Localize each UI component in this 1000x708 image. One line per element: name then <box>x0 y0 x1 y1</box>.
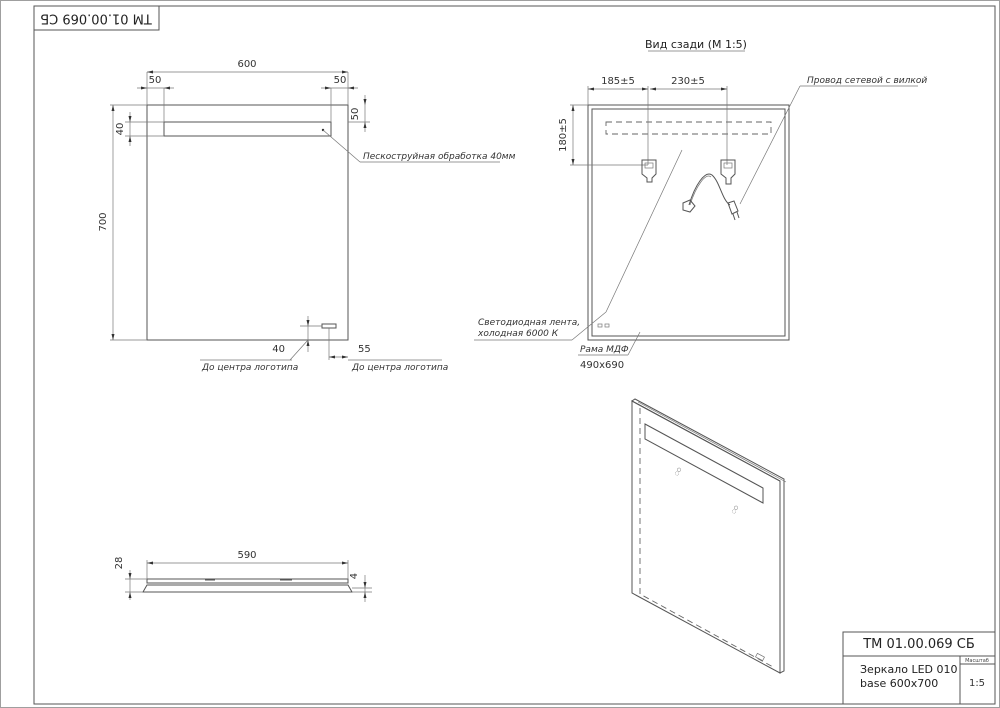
led-strip <box>605 121 772 135</box>
dim-logo-horizontal: 55 <box>358 344 371 355</box>
callout-led-line1: Светодиодная лента, <box>478 318 580 328</box>
side-dim-length: 590 <box>237 550 256 561</box>
rear-dim-top: 180±5 <box>558 118 569 152</box>
callout-led-line2: холодная 6000 К <box>477 329 559 339</box>
rear-dim-left: 185±5 <box>601 76 635 87</box>
callout-logo-left: До центра логотипа <box>201 363 298 373</box>
side-view: 590 28 4 <box>114 550 372 602</box>
callout-frame-line1: Рама МДФ <box>580 345 629 355</box>
top-stamp-text: ТМ 01.00.069 СБ <box>40 11 153 26</box>
mdf-frame <box>591 108 786 337</box>
callout-logo-right: До центра логотипа <box>351 363 448 373</box>
dim-right-top: 50 <box>350 108 361 121</box>
side-body-top <box>146 578 349 584</box>
rear-view: Вид сзади (М 1:5) 185±5 230±5 180±5 <box>474 38 927 371</box>
dim-strip-height: 40 <box>115 123 126 136</box>
dim-right-offset: 50 <box>334 75 347 86</box>
title-block: ТМ 01.00.069 СБ Зеркало LED 010 base 600… <box>842 631 996 705</box>
iso-sandblast-strip <box>644 423 764 504</box>
sandblast-strip <box>163 121 332 137</box>
rear-mirror-outline <box>587 104 790 341</box>
title-name-line2: base 600x700 <box>860 677 938 690</box>
mirror-outline <box>146 104 349 341</box>
title-scale-label: Масштаб <box>965 658 989 664</box>
dim-height: 700 <box>98 212 109 231</box>
title-designation: ТМ 01.00.069 СБ <box>862 637 975 652</box>
title-scale-value: 1:5 <box>969 678 985 689</box>
title-name-line1: Зеркало LED 010 <box>860 663 958 676</box>
front-view: 600 50 50 50 40 700 Пескоструйная обрабо… <box>98 59 516 373</box>
logo-mark <box>321 323 337 329</box>
rear-dim-mid: 230±5 <box>671 76 705 87</box>
side-dim-small: 4 <box>349 573 360 579</box>
callout-frame-line2: 490x690 <box>580 360 624 371</box>
drawing-frame <box>33 5 996 705</box>
side-dim-thickness: 28 <box>114 557 125 570</box>
dim-logo-vertical: 40 <box>272 344 285 355</box>
top-stamp: ТМ 01.00.069 СБ <box>33 5 160 31</box>
hanger-right-icon <box>720 159 736 185</box>
svg-text:◌○: ◌○ <box>731 504 741 515</box>
isometric-view: ◌○ ◌○ <box>631 398 787 674</box>
dim-width: 600 <box>237 59 256 70</box>
callout-sandblast: Пескоструйная обработка 40мм <box>363 152 516 162</box>
iso-led-outline <box>639 408 776 669</box>
side-body-bottom <box>142 584 353 593</box>
power-cable-icon <box>682 173 740 221</box>
svg-text:◌○: ◌○ <box>674 466 684 477</box>
dim-left-offset: 50 <box>149 75 162 86</box>
callout-cable: Провод сетевой с вилкой <box>807 76 927 86</box>
hanger-left-icon <box>641 159 657 183</box>
rear-view-title: Вид сзади (М 1:5) <box>645 38 747 51</box>
